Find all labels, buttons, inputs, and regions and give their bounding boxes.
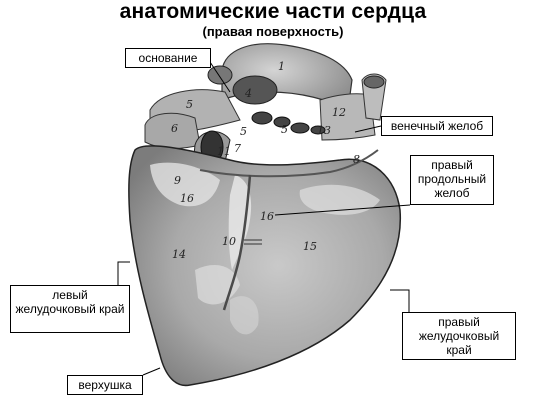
num-6: 6: [171, 122, 178, 135]
num-5c: 5: [281, 123, 288, 136]
label-coronary-groove: венечный желоб: [381, 116, 493, 136]
label-right-ventricular-edge: правый желудочковый край: [402, 312, 516, 360]
longitudinal-groove-line: [222, 174, 252, 311]
leader-longitudinal: [274, 204, 411, 216]
num-4: 4: [244, 87, 252, 100]
label-left-ventricular-edge: левый желудочковый край: [10, 285, 130, 333]
num-13: 13: [317, 124, 331, 137]
leader-apex: [142, 367, 161, 376]
num-9: 9: [174, 174, 181, 187]
vessel-12: [319, 93, 376, 141]
num-14: 14: [172, 248, 186, 261]
num-8: 8: [353, 153, 360, 166]
num-12: 12: [332, 106, 346, 119]
label-right-longitudinal-groove: правый продольный желоб: [410, 155, 494, 205]
num-1: 1: [278, 60, 285, 73]
label-base: основание: [125, 48, 211, 68]
leader-left-edge: [117, 261, 130, 285]
num-5a: 5: [186, 98, 193, 111]
page-title: анатомические части сердца: [119, 0, 427, 23]
num-16a: 16: [180, 192, 194, 205]
page-subtitle: (правая поверхность): [202, 24, 344, 39]
num-5b: 5: [240, 125, 247, 138]
leader-right-edge: [390, 289, 410, 312]
label-apex: верхушка: [67, 375, 143, 395]
leader-base: [209, 61, 231, 93]
num-15: 15: [303, 240, 317, 253]
num-10: 10: [222, 235, 236, 248]
num-16b: 16: [260, 210, 274, 223]
aorta-opening: [232, 75, 278, 105]
num-7: 7: [234, 142, 241, 155]
coronary-groove-line: [199, 149, 379, 178]
leader-coronary: [354, 125, 382, 133]
num-11: 11: [217, 145, 231, 158]
